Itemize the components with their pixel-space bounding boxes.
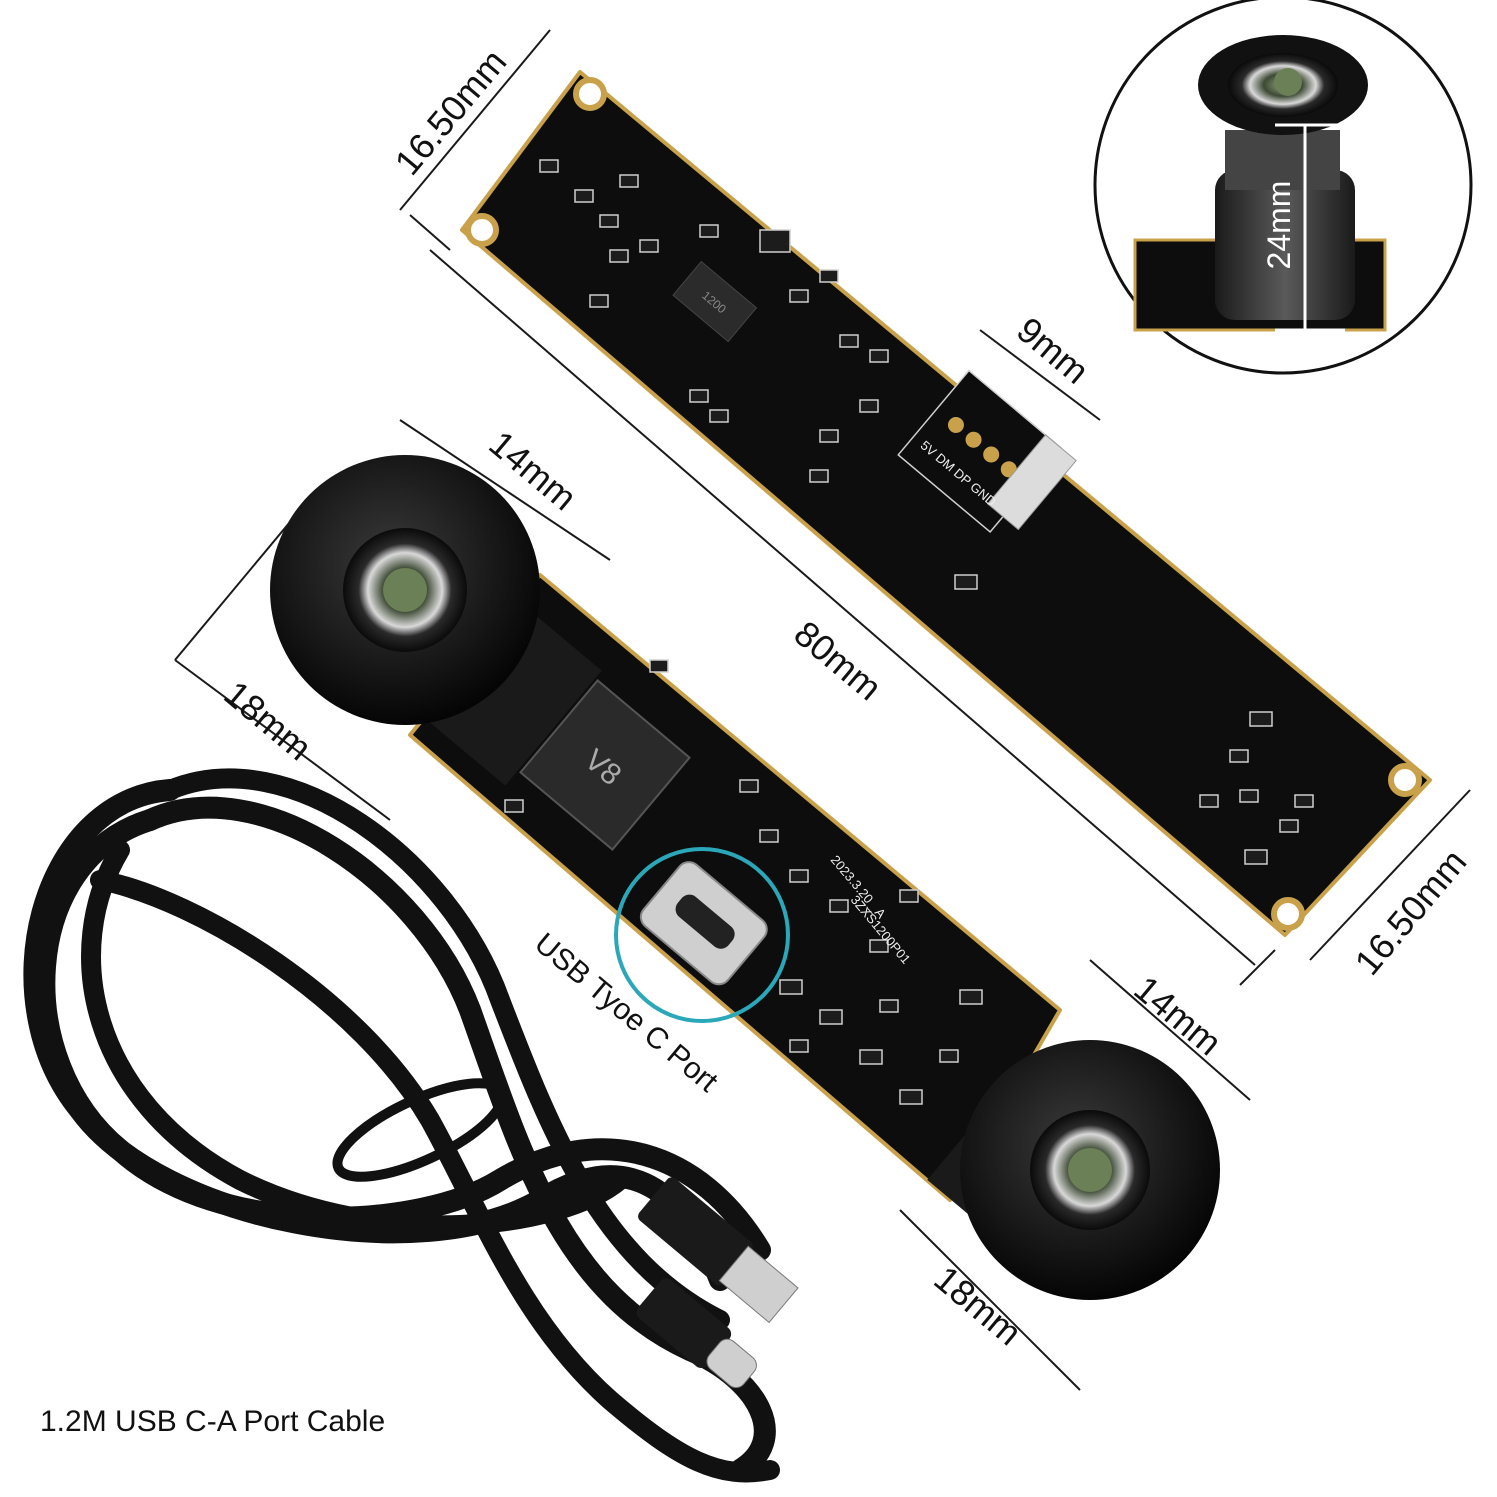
lens-right <box>927 1040 1220 1300</box>
usb-a-plug <box>638 1177 799 1324</box>
dim-lens-bottom-diameter: 14mm <box>1127 968 1230 1064</box>
usb-callout-ring <box>614 847 790 1023</box>
dim-connector-width: 9mm <box>1009 309 1097 392</box>
cable-caption: 1.2M USB C-A Port Cable <box>40 1405 386 1438</box>
usb-c-plug <box>636 1278 757 1389</box>
lens-left <box>270 455 602 786</box>
pcb-front: V8 2023.3.20 _A 3ZXS1200P01 <box>408 573 1062 1202</box>
lens-inset <box>1093 0 1473 375</box>
dim-lens-top-holder: 18mm <box>217 673 320 769</box>
dim-board-width-right: 16.50mm <box>1346 841 1474 982</box>
usb-c-port <box>639 861 768 986</box>
usb-cable <box>23 768 780 1483</box>
dim-board-width-top: 16.50mm <box>386 41 514 182</box>
dim-lens-height: 24mm <box>1261 181 1297 270</box>
dim-board-length: 80mm <box>787 613 890 709</box>
pcb-back: 1200 <box>460 70 1432 937</box>
dimension-lines <box>174 29 1471 1391</box>
